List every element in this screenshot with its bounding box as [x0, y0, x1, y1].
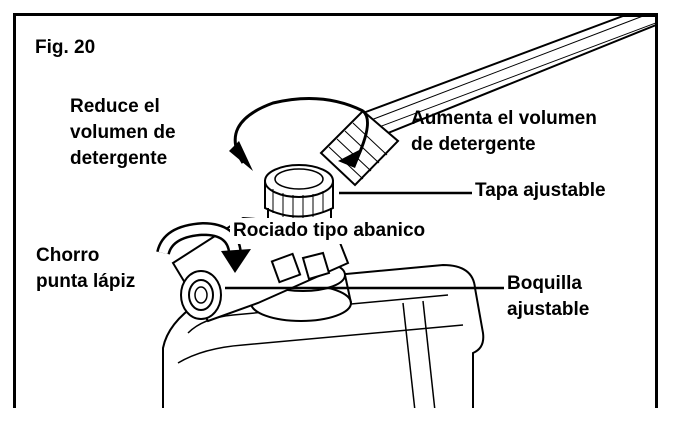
adjustable-cap-label: Tapa ajustable	[472, 178, 609, 204]
increase-detergent-label: Aumenta el volumen de detergente	[411, 108, 597, 155]
adjustable-cap	[264, 164, 334, 232]
pencil-jet-outlet	[180, 270, 222, 320]
adjustable-nozzle-label: Boquilla ajustable	[504, 271, 593, 323]
fan-spray-label: Rociado tipo abanico	[230, 218, 429, 244]
pencil-jet-label: Chorro punta lápiz	[36, 245, 136, 292]
rotation-arrow-cap	[229, 97, 369, 171]
reduce-detergent-label: Reduce el volumen de detergente	[70, 96, 176, 169]
figure-frame	[13, 13, 658, 408]
leader-lines	[225, 191, 508, 290]
nozzle-illustration	[156, 16, 655, 408]
figure-number-text: Fig. 20	[35, 37, 96, 58]
